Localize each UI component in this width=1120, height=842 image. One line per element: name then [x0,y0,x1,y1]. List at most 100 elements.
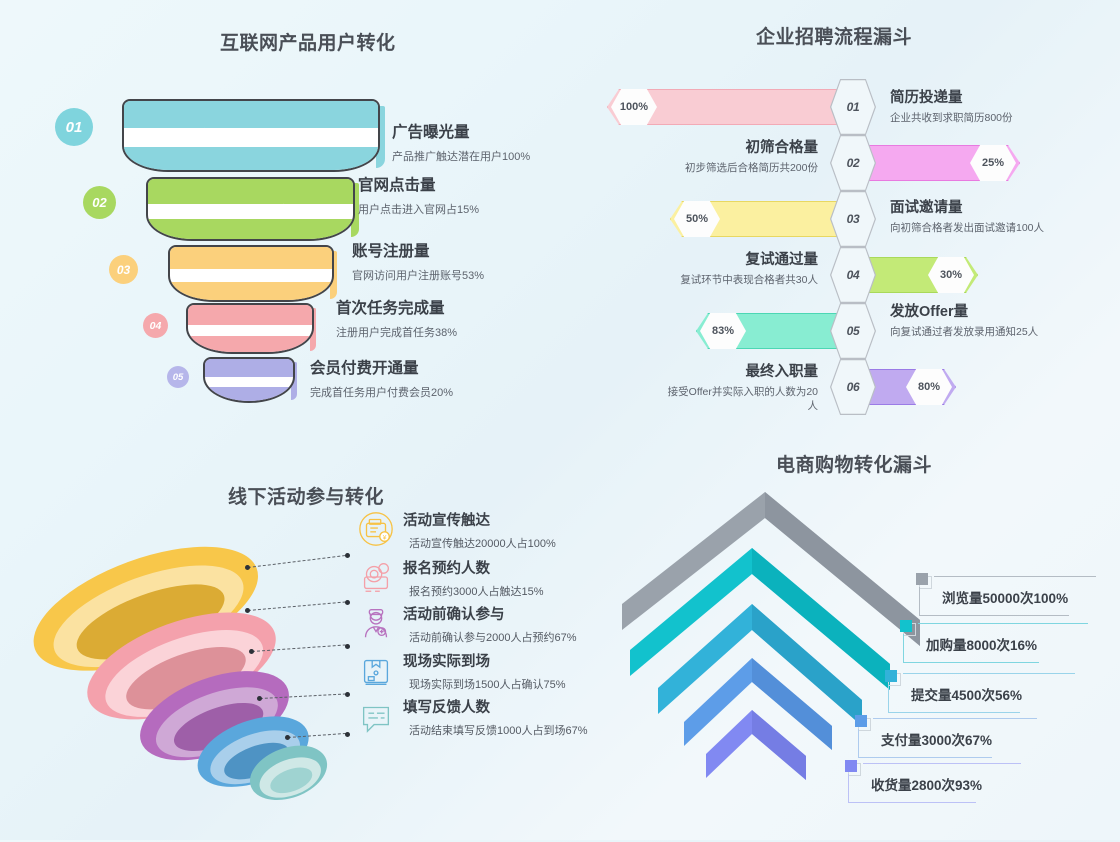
recruit-label-title: 复试通过量 [745,252,819,268]
svg-text:¥: ¥ [383,534,387,541]
event-label-desc: 报名预约3000人占触达15% [409,586,544,598]
hex-bar-06[interactable]: 80% [850,369,956,405]
funnel-label-title: 首次任务完成量 [336,300,445,317]
funnel-label-title: 官网点击量 [358,177,436,194]
ecommerce-label-text: 加购量8000次16% [926,638,1038,653]
recruit-label-05: 发放Offer量 向复试通过者发放录用通知25人 [890,300,1055,339]
funnel-chart-ecommerce: 电商购物转化漏斗 浏览量50000次100% [600,430,1120,840]
segment-band-bottom [124,147,378,170]
label-line-vertical [888,684,889,712]
recruit-label-desc: 初步筛选后合格简历共200份 [684,162,818,174]
leader-dot [345,732,350,737]
chevron-stack-svg [622,492,920,780]
funnel-segment-01[interactable]: ✦ ✦ ✦ ✦ [122,99,380,172]
event-label-2: 报名预约人数 报名预约3000人占触达15% [403,557,544,599]
badge-label: 04 [149,319,162,332]
leader-dot [345,553,350,558]
chain-step-number: 06 [846,380,860,394]
leader-dot [245,565,250,570]
step-badge-04[interactable]: 04 [143,313,168,338]
segment-band-bottom [148,219,353,239]
sparkle-icon: ✦ [216,270,222,276]
funnel-segment-04[interactable]: ✦ ✦ [186,303,314,354]
hex-inner [831,192,875,246]
funnel-label-desc: 产品推广触达潜在用户100% [392,151,531,163]
hex-inner [831,248,875,302]
step-badge-02[interactable]: 02 [83,186,116,219]
legend-marker [916,573,932,589]
recruit-label-06: 最终入职量 接受Offer并实际入职的人数为20人 [658,360,818,413]
hex-bar-05[interactable]: 83% [696,313,857,349]
segment-band-top [170,247,332,269]
funnel-label-04: 首次任务完成量 注册用户完成首任务38% [336,296,457,340]
event-label-title: 填写反馈人数 [403,700,490,716]
label-line-top [903,673,1075,674]
step-badge-01[interactable]: 01 [55,108,93,146]
funnel-chart-recruitment: 企业招聘流程漏斗 100% 01 简历投递量 企业共收到求职简历800份 25%… [560,0,1120,430]
ring-2 [87,612,276,720]
hex-bar-01[interactable]: 100% [607,89,857,125]
event-label-desc: 活动结束填写反馈1000人占到场67% [409,725,588,737]
legend-marker [885,670,901,686]
label-line-top [934,576,1096,577]
funnel-3d-svg [33,546,328,801]
hex-bar-percent: 25% [970,145,1016,181]
recruit-label-title: 简历投递量 [890,90,963,106]
sparkle-icon: ✦ [178,206,184,213]
recruit-label-01: 简历投递量 企业共收到求职简历800份 [890,86,1070,125]
funnel-label-desc: 完成首任务用户付费会员20% [310,387,454,399]
funnel-label-title: 会员付费开通量 [310,360,419,377]
funnel-segment-03[interactable]: ✦ ✦ [168,245,334,302]
feedback-icon [357,698,395,736]
leader-dot [249,649,254,654]
hex-bar-02[interactable]: 25% [850,145,1020,181]
leader-dot [345,600,350,605]
chevron-2 [630,548,890,690]
recruit-label-desc: 向复试通过者发放录用通知25人 [890,326,1039,338]
recruit-label-title: 发放Offer量 [890,304,969,320]
leader-dot [245,608,250,613]
ring-1 [33,546,258,671]
legend-marker-fill [900,620,912,632]
q4-title: 电商购物转化漏斗 [776,455,933,476]
ring-5 [249,745,328,801]
recruit-label-03: 面试邀请量 向初筛合格者发出面试邀请100人 [890,196,1060,235]
recruit-label-04: 复试通过量 复试环节中表现合格者共30人 [658,248,818,287]
ecommerce-label-text: 收货量2800次93% [871,778,983,793]
chevron-5 [706,710,806,780]
hex-inner [831,360,875,414]
recruit-label-title: 面试邀请量 [890,200,963,216]
event-label-desc: 现场实际到场1500人占确认75% [409,679,566,691]
sparkle-icon: ✦ [210,327,216,333]
badge-label: 03 [116,262,131,277]
funnel-label-01: 广告曝光量 产品推广触达潜在用户100% [392,120,530,164]
chain-step-03[interactable]: 03 [830,191,876,247]
hex-inner [831,304,875,358]
segment-band-top [124,101,378,128]
staff-icon [357,604,395,642]
chain-step-number: 03 [846,212,860,226]
chain-step-01[interactable]: 01 [830,79,876,135]
funnel-segment-02[interactable]: ✦ ✦ ✦ [146,177,355,241]
chain-step-02[interactable]: 02 [830,135,876,191]
leader-dot [285,735,290,740]
chain-step-05[interactable]: 05 [830,303,876,359]
chain-step-06[interactable]: 06 [830,359,876,415]
legend-marker-fill [845,760,857,772]
funnel-label-desc: 注册用户完成首任务38% [336,327,458,339]
funnel-segment-05[interactable]: ✦ ✦ [203,357,295,403]
chain-step-04[interactable]: 04 [830,247,876,303]
sparkle-icon: ✦ [268,138,274,145]
label-line-top [918,623,1088,624]
badge-label: 01 [65,118,83,136]
event-label-title: 活动宣传触达 [403,513,490,529]
chevron-4 [684,658,832,750]
legend-marker-fill [885,670,897,682]
sparkle-icon: ✦ [168,131,176,141]
step-badge-05[interactable]: 05 [167,366,189,388]
leader-dot [345,692,350,697]
step-badge-03[interactable]: 03 [109,255,138,284]
hex-bar-03[interactable]: 50% [670,201,857,237]
funnel-label-02: 官网点击量 用户点击进入官网占15% [358,173,479,217]
chain-step-number: 04 [846,268,860,282]
